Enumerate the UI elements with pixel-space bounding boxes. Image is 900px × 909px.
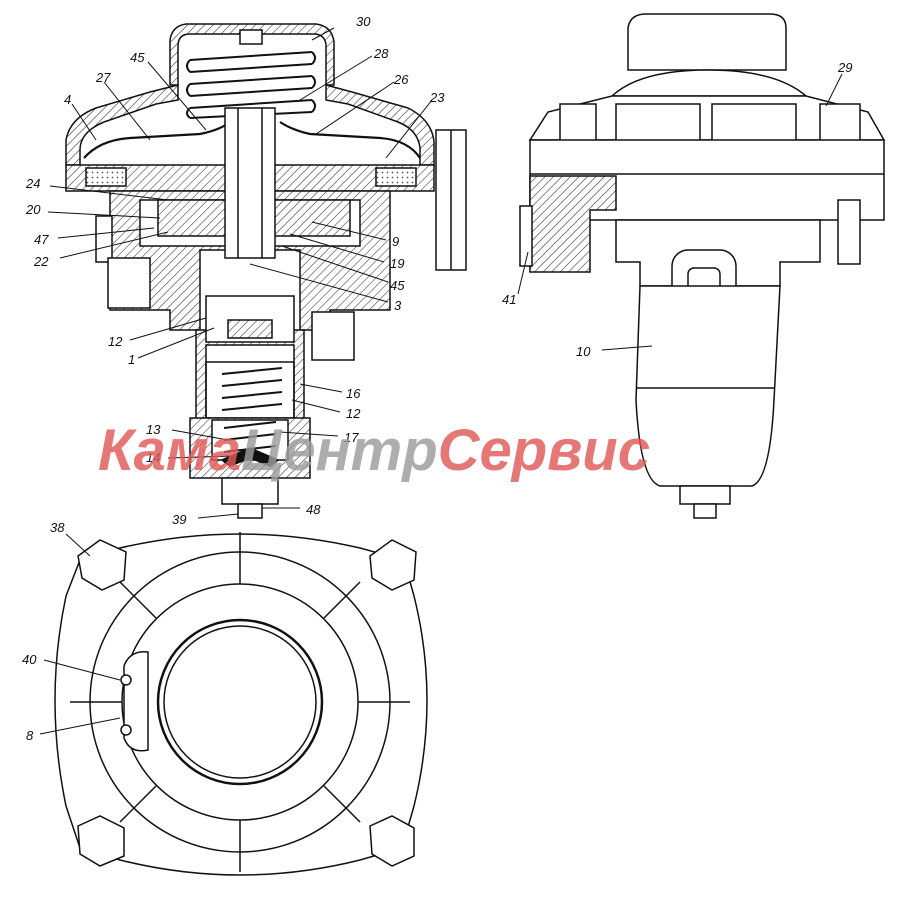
external-section-cut (529, 175, 617, 273)
sectional-view (65, 23, 467, 519)
watermark-logo: КамаЦентрСервис (98, 418, 650, 483)
callout-4: 4 (64, 92, 71, 107)
external-view (519, 13, 886, 519)
top-view (54, 532, 428, 876)
cap-button (239, 29, 263, 45)
callout-45: 45 (130, 50, 145, 65)
seal-ring-left (85, 167, 127, 187)
top-cover-right (325, 84, 435, 166)
callout-9: 9 (392, 234, 399, 249)
callout-29: 29 (837, 60, 852, 75)
callout-1: 1 (128, 352, 135, 367)
external-rib-right (819, 103, 861, 145)
callout-23: 23 (429, 90, 445, 105)
left-boss (107, 257, 151, 309)
watermark-part-3: Сервис (438, 418, 650, 483)
callout-17: 17 (344, 430, 359, 445)
callout-45b: 45 (390, 278, 405, 293)
valve-seat (220, 447, 280, 467)
vent-screw-bottom (120, 724, 132, 736)
left-port (95, 215, 113, 263)
leader-lines (39, 27, 843, 735)
diaphragm (83, 121, 421, 159)
callout-20: 20 (25, 202, 41, 217)
external-rib-mid (615, 103, 701, 145)
external-bolt (837, 199, 861, 265)
external-rib-left (559, 103, 597, 145)
vent-screw-top (120, 674, 132, 686)
top-cover (65, 84, 179, 166)
external-lower-housing (635, 285, 781, 487)
right-boss (311, 311, 355, 361)
callout-8: 8 (26, 728, 34, 743)
callout-48: 48 (306, 502, 321, 517)
callout-19: 19 (390, 256, 404, 271)
callout-13: 13 (146, 422, 161, 437)
callout-47: 47 (34, 232, 49, 247)
middle-spring (221, 367, 283, 411)
upper-spring (186, 51, 316, 119)
external-left-port (519, 205, 533, 267)
callout-16: 16 (346, 386, 361, 401)
callout-27: 27 (95, 70, 111, 85)
callout-3: 3 (394, 298, 402, 313)
external-bottom-nut (679, 485, 731, 505)
callout-30: 30 (356, 14, 371, 29)
external-cap (627, 13, 787, 71)
watermark-part-2: Центр (241, 418, 438, 483)
corner-bosses (77, 539, 417, 867)
bottom-plug (221, 477, 279, 505)
callout-14: 14 (146, 450, 160, 465)
callout-39: 39 (172, 512, 186, 527)
callout-12b: 12 (346, 406, 361, 421)
callout-22: 22 (33, 254, 49, 269)
callout-12: 12 (108, 334, 123, 349)
seal-ring-right (375, 167, 417, 187)
callout-10: 10 (576, 344, 591, 359)
callout-labels: 30 28 45 27 26 4 23 24 20 47 22 9 19 45 … (22, 14, 852, 743)
external-rib-mid2 (711, 103, 797, 145)
callout-41: 41 (502, 292, 516, 307)
callout-24: 24 (25, 176, 40, 191)
callout-26: 26 (393, 72, 409, 87)
piston-right (269, 199, 351, 237)
central-stem (224, 107, 276, 259)
callout-38: 38 (50, 520, 65, 535)
callout-40: 40 (22, 652, 37, 667)
vent-plate (123, 651, 149, 752)
watermark-part-1: Кама (98, 418, 241, 483)
callout-28: 28 (373, 46, 389, 61)
external-cap-skirt (610, 69, 809, 97)
top-view-ribs (70, 532, 410, 872)
